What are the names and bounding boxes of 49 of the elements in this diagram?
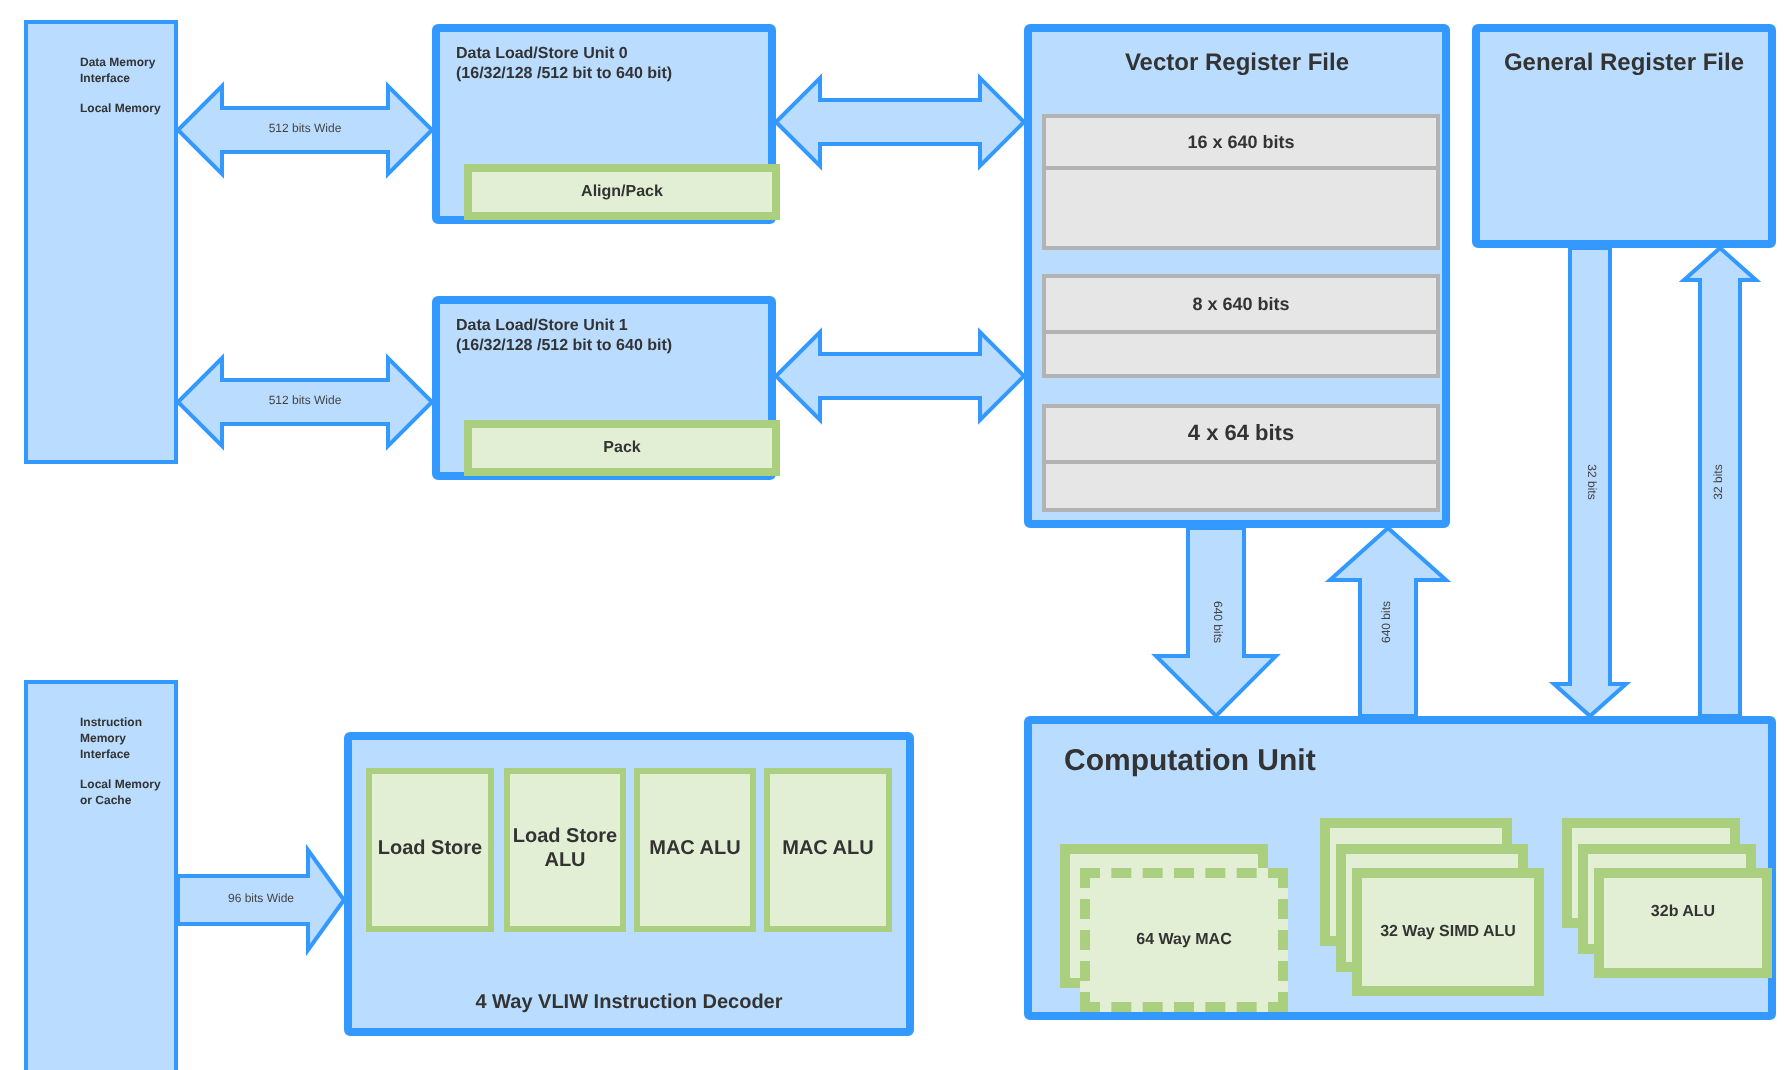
compute-card bbox=[1080, 868, 1288, 1012]
unit-label: 32 Way SIMD ALU bbox=[1380, 922, 1516, 942]
block-title: Vector Register File bbox=[1122, 48, 1352, 77]
unit-title: Data Load/Store Unit 1 bbox=[456, 316, 630, 337]
block-arrow bbox=[773, 73, 1027, 171]
unit-label: MAC ALU bbox=[782, 837, 874, 863]
register-file-panel bbox=[1024, 24, 1450, 528]
block-arrow bbox=[1324, 525, 1452, 718]
block-arrow bbox=[175, 81, 435, 179]
memory-block bbox=[24, 20, 178, 464]
unit-panel bbox=[432, 296, 776, 480]
unit-label: Load Store ALU bbox=[510, 825, 620, 875]
block-arrow bbox=[1548, 246, 1632, 719]
unit-title: Data Load/Store Unit 0 bbox=[456, 44, 630, 65]
block-title: 4 Way VLIW Instruction Decoder bbox=[473, 992, 785, 1016]
register-bank bbox=[1042, 404, 1440, 512]
block-arrow bbox=[773, 327, 1027, 425]
block-arrow bbox=[176, 843, 347, 957]
compute-card bbox=[1352, 868, 1544, 996]
register-size: 8 x 640 bits bbox=[1192, 294, 1290, 314]
slot-box bbox=[366, 768, 494, 932]
register-size: 16 x 640 bits bbox=[1187, 132, 1295, 152]
unit-label: Align/Pack bbox=[581, 182, 663, 202]
slot-box bbox=[634, 768, 756, 932]
register-bank bbox=[1042, 114, 1440, 250]
decoder-panel bbox=[344, 732, 914, 1036]
unit-panel bbox=[432, 24, 776, 224]
block-arrow bbox=[1678, 245, 1762, 718]
block-title: General Register File bbox=[1501, 48, 1747, 77]
register-size: 4 x 64 bits bbox=[1187, 422, 1295, 446]
compute-panel bbox=[1024, 716, 1776, 1020]
unit-label: MAC ALU bbox=[649, 837, 741, 863]
block-title: Computation Unit bbox=[1064, 744, 1316, 778]
register-bank bbox=[1042, 274, 1440, 378]
unit-label: Load Store bbox=[377, 837, 483, 863]
memory-block bbox=[24, 680, 178, 1070]
slot-box bbox=[764, 768, 892, 932]
slot-box bbox=[504, 768, 626, 932]
register-file-panel bbox=[1472, 24, 1776, 248]
unit-label: Pack bbox=[603, 438, 641, 458]
unit-label: 64 Way MAC bbox=[1136, 930, 1232, 950]
unit-subtitle: (16/32/128 /512 bit to 640 bit) bbox=[456, 64, 675, 86]
unit-label: 32b ALU bbox=[1650, 902, 1716, 922]
unit-subtitle: (16/32/128 /512 bit to 640 bit) bbox=[456, 336, 675, 358]
compute-card bbox=[1594, 868, 1772, 978]
block-arrow bbox=[1151, 526, 1281, 719]
unit-box bbox=[464, 420, 780, 476]
block-arrow bbox=[175, 353, 435, 451]
unit-box bbox=[464, 164, 780, 220]
